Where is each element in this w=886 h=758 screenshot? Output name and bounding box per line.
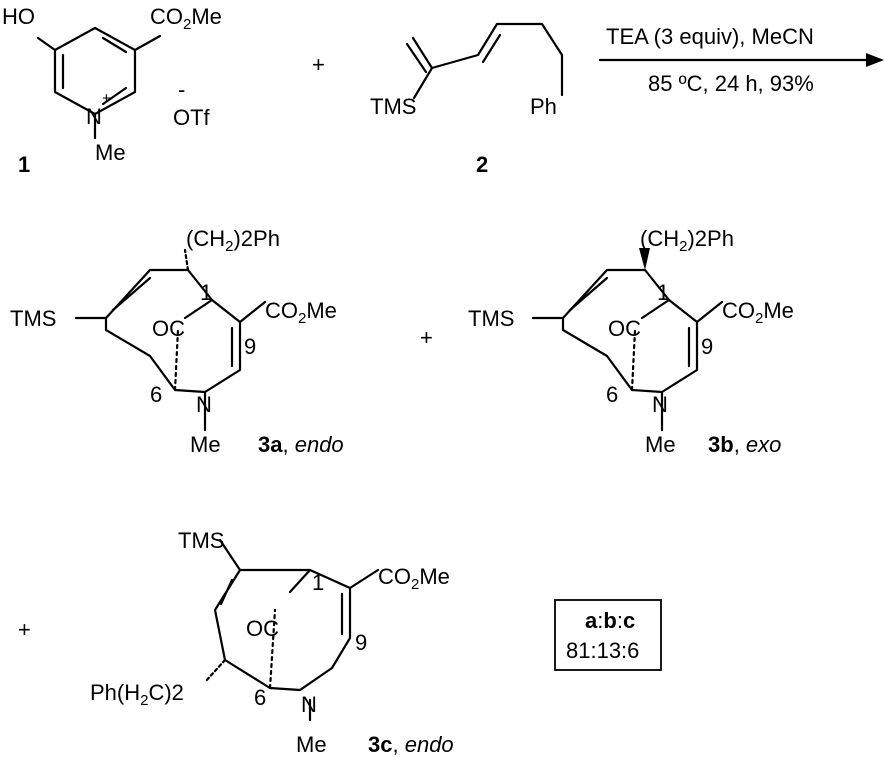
- position-1-label: 1: [657, 280, 669, 305]
- ester-label: CO2Me: [265, 298, 337, 327]
- compound-3b-caption: 3b, exo: [708, 432, 781, 457]
- n-methyl-label: Me: [645, 432, 676, 457]
- reaction-arrow: TEA (3 equiv), MeCN 85 ºC, 24 h, 93%: [598, 24, 884, 96]
- position-9-label: 9: [244, 334, 256, 359]
- product-3b: (CH2)2Ph TMS OC CO2Me 1 6 9 N Me 3b, exo: [468, 226, 794, 457]
- sidechain-label: (CH2)2Ph: [186, 226, 280, 255]
- bridge-carbonyl-label: OC: [152, 316, 185, 341]
- position-6-label: 6: [254, 685, 266, 710]
- negative-charge-label: -: [178, 77, 185, 102]
- conditions-temperature-yield: 85 ºC, 24 h, 93%: [648, 71, 814, 96]
- nitrogen-label: N: [301, 692, 317, 717]
- hydroxyl-label: HO: [2, 4, 35, 29]
- nitrogen-label: N: [196, 392, 212, 417]
- bridge-carbonyl-label: OC: [246, 616, 279, 641]
- plus-sign: +: [18, 617, 31, 642]
- ratio-values: 81:13:6: [566, 638, 639, 663]
- pyridinium-nitrogen-label: N: [86, 104, 102, 129]
- ester-label: CO2Me: [722, 298, 794, 327]
- reactant-1-pyridinium: HO CO2Me N + Me - OTf 1: [2, 4, 222, 177]
- product-3c: TMS Ph(H2C)2 OC CO2Me 1 6 9 N Me 3c, end…: [90, 528, 454, 757]
- nitrogen-label: N: [652, 392, 668, 417]
- ester-label: CO2Me: [150, 4, 222, 33]
- n-methyl-label: Me: [296, 732, 327, 757]
- position-6-label: 6: [606, 382, 618, 407]
- position-1-label: 1: [312, 570, 324, 595]
- positive-charge-label: +: [102, 90, 111, 107]
- tms-label: TMS: [10, 306, 56, 331]
- compound-3c-caption: 3c, endo: [368, 732, 454, 757]
- position-9-label: 9: [701, 334, 713, 359]
- position-9-label: 9: [355, 630, 367, 655]
- ratio-header: a:b:c: [585, 608, 635, 633]
- compound-3a-caption: 3a, endo: [258, 432, 344, 457]
- position-6-label: 6: [150, 382, 162, 407]
- conditions-reagents: TEA (3 equiv), MeCN: [606, 24, 814, 49]
- phenyl-label: Ph: [530, 94, 557, 119]
- wedge-bond-icon: [639, 248, 650, 270]
- tms-label: TMS: [468, 306, 514, 331]
- ester-label: CO2Me: [378, 564, 450, 593]
- sidechain-label: Ph(H2C)2: [90, 680, 184, 709]
- plus-sign: +: [420, 325, 433, 350]
- tms-label: TMS: [178, 528, 224, 553]
- sidechain-label: (CH2)2Ph: [640, 226, 734, 255]
- compound-1-number: 1: [18, 152, 30, 177]
- product-3a: (CH2)2Ph TMS OC CO2Me 1 6 9 N Me 3a, end…: [10, 226, 344, 457]
- compound-2-number: 2: [476, 152, 488, 177]
- triflate-label: OTf: [173, 105, 211, 130]
- n-methyl-label: Me: [95, 140, 126, 165]
- tms-label: TMS: [370, 94, 416, 119]
- plus-sign: +: [312, 52, 325, 77]
- arrow-head-icon: [866, 53, 884, 67]
- n-methyl-label: Me: [190, 432, 221, 457]
- bridge-carbonyl-label: OC: [608, 316, 641, 341]
- reactant-2-diene: TMS Ph 2: [370, 22, 564, 177]
- ratio-box: a:b:c 81:13:6: [554, 599, 662, 671]
- position-1-label: 1: [200, 280, 212, 305]
